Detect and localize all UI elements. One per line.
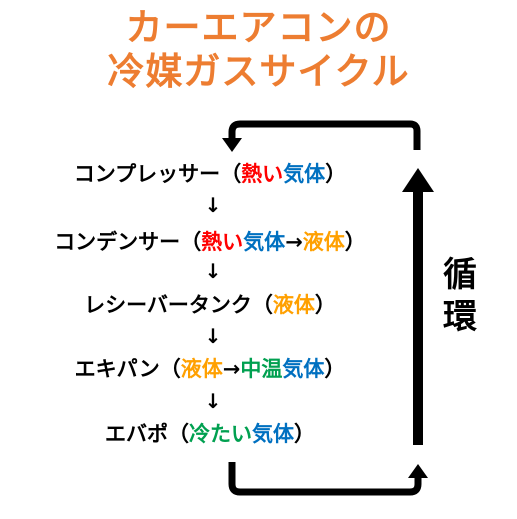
state-part: 気体 [283,162,326,186]
paren-close: ） [314,293,336,317]
state-part: 液体 [272,293,315,317]
paren-close: ） [294,422,315,446]
paren-close: ） [344,230,366,254]
loop-bottom-path [228,462,422,496]
down-arrow: ↓ [204,259,222,283]
step-name: コンプレッサー [73,162,221,186]
state-arrow: → [285,230,303,254]
step-name: レシーバータンク [84,293,252,317]
title-line-1: カーエアコンの [125,6,392,49]
state-part: 中温 [240,357,283,381]
loop-bottom-arrowhead [408,464,428,478]
step-compressor: コンプレッサー（熱い気体） [0,160,420,188]
paren-open: （ [180,230,202,254]
step-name: エバポ [105,422,168,446]
step-receiver-tank: レシーバータンク（液体） [0,291,420,319]
state-part: 気体 [243,230,286,254]
state-arrow: → [222,357,241,381]
state-part: 液体 [302,230,345,254]
down-arrow: ↓ [204,324,222,348]
state-part: 冷たい [189,422,252,446]
paren-open: （ [220,162,242,186]
paren-open: （ [168,422,189,446]
paren-close: ） [324,357,346,381]
loop-label-char-1: 循 [443,255,477,295]
state-part: 気体 [252,422,294,446]
paren-close: ） [325,162,347,186]
state-part: 熱い [201,230,244,254]
loop-right-shaft [413,190,423,445]
down-arrow: ↓ [204,193,222,217]
loop-top-path [228,120,421,150]
state-part: 液体 [180,357,223,381]
paren-open: （ [159,357,181,381]
state-part: 熱い [241,162,284,186]
down-arrow: ↓ [204,389,222,413]
paren-open: （ [251,293,273,317]
step-evaporator: エバポ（冷たい気体） [0,420,420,448]
loop-right-arrowhead [402,168,434,192]
step-name: コンデンサー [54,230,181,254]
step-expansion-valve: エキパン（液体→中温気体） [0,355,420,383]
loop-label: 循 環 [440,254,480,338]
title-line-2: 冷媒ガスサイクル [107,50,410,93]
loop-top-arrowhead [222,138,242,152]
state-part: 気体 [282,357,325,381]
loop-label-char-2: 環 [443,297,477,337]
step-name: エキパン [74,357,160,381]
step-condenser: コンデンサー（熱い気体→液体） [0,228,420,256]
